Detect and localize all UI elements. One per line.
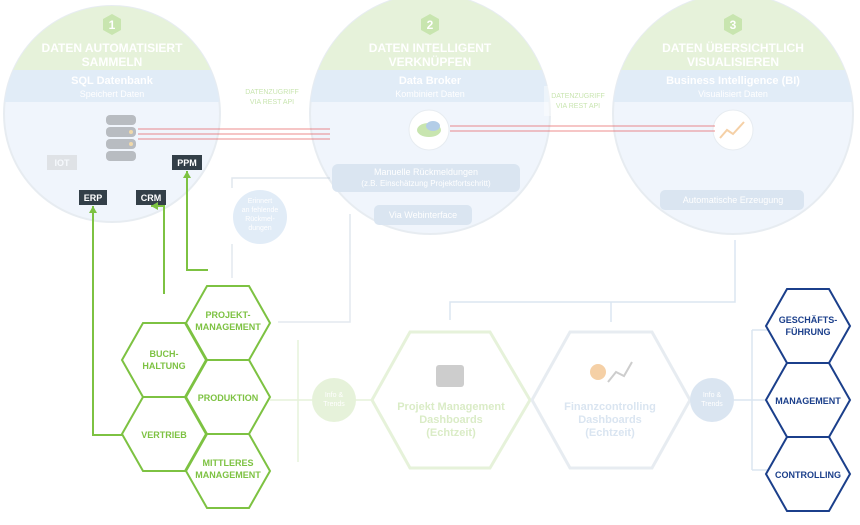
svg-text:Trends: Trends xyxy=(701,401,723,408)
broker-icon xyxy=(408,109,450,151)
stage-number: 3 xyxy=(730,18,737,32)
svg-text:FÜHRUNG: FÜHRUNG xyxy=(786,327,831,337)
stage-title: SAMMELN xyxy=(82,55,143,69)
stage-title: VISUALISIEREN xyxy=(687,55,779,69)
svg-text:Projekt Management: Projekt Management xyxy=(397,401,505,413)
svg-text:Trends: Trends xyxy=(323,401,345,408)
info-trends-bubble-left xyxy=(312,378,356,422)
svg-text:PPM: PPM xyxy=(177,158,197,168)
department-hexagons: PROJEKT- MANAGEMENT BUCH- HALTUNG PRODUK… xyxy=(120,285,272,509)
executive-hexagons: GESCHÄFTS- FÜHRUNG MANAGEMENT CONTROLLIN… xyxy=(764,288,852,512)
bi-chart-icon xyxy=(712,109,754,151)
finance-chart-icon xyxy=(590,364,606,380)
data-flow-lines xyxy=(138,125,715,140)
stage-title: DATEN AUTOMATISIERT xyxy=(42,41,184,55)
svg-text:DATENZUGRIFF: DATENZUGRIFF xyxy=(551,93,605,100)
hex-finance-dashboards xyxy=(530,330,692,470)
svg-text:CONTROLLING: CONTROLLING xyxy=(775,470,841,480)
green-arrowheads xyxy=(89,171,191,213)
system-subtitle: Visualisiert Daten xyxy=(698,89,768,99)
stage-number: 1 xyxy=(109,18,116,32)
stage-number-badge xyxy=(103,14,121,35)
svg-text:Info &: Info & xyxy=(703,392,722,399)
stage-2-link: 2 DATEN INTELLIGENT VERKNÜPFEN Data Brok… xyxy=(309,0,551,235)
stage-title: DATEN INTELLIGENT xyxy=(369,41,492,55)
manual-feedback-example: (z.B. Einschätzung Projektfortschritt) xyxy=(361,179,491,188)
erp-source: ERP xyxy=(79,190,107,205)
system-name: Business Intelligence (BI) xyxy=(666,75,800,87)
svg-text:dungen: dungen xyxy=(248,225,271,232)
stage-number-badge xyxy=(421,14,439,35)
manual-feedback-label: Manuelle Rückmeldungen xyxy=(374,167,478,177)
svg-text:DATENZUGRIFF: DATENZUGRIFF xyxy=(245,89,299,96)
svg-text:VIA REST API: VIA REST API xyxy=(250,99,294,106)
svg-text:Erinnert: Erinnert xyxy=(248,198,273,205)
hex-controlling[interactable]: CONTROLLING xyxy=(764,436,852,512)
hex-geschaeftsfuehrung[interactable]: GESCHÄFTS- FÜHRUNG xyxy=(764,288,852,364)
crm-source: CRM xyxy=(136,190,166,205)
stage-number: 2 xyxy=(427,18,434,32)
svg-text:Rückmel-: Rückmel- xyxy=(245,216,275,223)
svg-text:Finanzcontrolling: Finanzcontrolling xyxy=(564,401,656,413)
svg-text:Dashboards: Dashboards xyxy=(578,414,642,426)
svg-text:CRM: CRM xyxy=(141,193,162,203)
svg-text:VERTRIEB: VERTRIEB xyxy=(141,430,187,440)
svg-text:MANAGEMENT: MANAGEMENT xyxy=(195,470,261,480)
svg-text:(Echtzeit): (Echtzeit) xyxy=(426,427,476,439)
svg-text:MANAGEMENT: MANAGEMENT xyxy=(775,396,841,406)
svg-text:MITTLERES: MITTLERES xyxy=(203,458,254,468)
svg-text:PRODUKTION: PRODUKTION xyxy=(198,393,259,403)
stage-1-collect: 1 DATEN AUTOMATISIERT SAMMELN SQL Datenb… xyxy=(3,5,221,223)
svg-text:an fehlende: an fehlende xyxy=(242,207,279,214)
svg-text:IOT: IOT xyxy=(55,158,71,168)
svg-text:Dashboards: Dashboards xyxy=(419,414,483,426)
svg-text:BUCH-: BUCH- xyxy=(150,349,179,359)
svg-text:PROJEKT-: PROJEKT- xyxy=(205,310,250,320)
svg-text:Info &: Info & xyxy=(325,392,344,399)
system-subtitle: Speichert Daten xyxy=(80,89,145,99)
rest-connector-2: DATENZUGRIFF VIA REST API xyxy=(544,86,612,116)
hex-management[interactable]: MANAGEMENT xyxy=(764,362,852,438)
hex-mittleres-management[interactable]: MITTLERES MANAGEMENT xyxy=(184,433,272,509)
database-icon xyxy=(106,115,136,161)
auto-generation-label: Automatische Erzeugung xyxy=(683,195,784,205)
dashboard-briefcase-icon xyxy=(436,365,464,387)
web-interface-label: Via Webinterface xyxy=(389,210,457,220)
svg-text:ERP: ERP xyxy=(84,193,103,203)
svg-text:(Echtzeit): (Echtzeit) xyxy=(585,427,635,439)
rest-connector-1: DATENZUGRIFF VIA REST API xyxy=(238,82,306,112)
ppm-source: PPM xyxy=(172,155,202,170)
dashboards-section: Info & Trends Projekt Management Dashboa… xyxy=(270,240,770,471)
hex-buchhaltung[interactable]: BUCH- HALTUNG xyxy=(120,322,208,398)
info-trends-bubble-right xyxy=(690,378,734,422)
stage-title: VERKNÜPFEN xyxy=(389,54,472,69)
system-name: Data Broker xyxy=(399,75,462,87)
system-subtitle: Kombiniert Daten xyxy=(395,89,465,99)
stage-number-badge xyxy=(724,14,742,35)
svg-text:VIA REST API: VIA REST API xyxy=(556,103,600,110)
svg-text:MANAGEMENT: MANAGEMENT xyxy=(195,322,261,332)
svg-text:GESCHÄFTS-: GESCHÄFTS- xyxy=(779,315,838,325)
stage-title: DATEN ÜBERSICHTLICH xyxy=(662,40,804,55)
svg-text:HALTUNG: HALTUNG xyxy=(142,361,185,371)
hex-pm-dashboards xyxy=(370,330,532,470)
system-name: SQL Datenbank xyxy=(71,75,154,87)
stage-3-visualize: 3 DATEN ÜBERSICHTLICH VISUALISIEREN Busi… xyxy=(612,0,854,235)
reminder-bubble: Erinnert an fehlende Rückmel- dungen xyxy=(231,177,351,323)
iot-source: IOT xyxy=(47,155,77,170)
